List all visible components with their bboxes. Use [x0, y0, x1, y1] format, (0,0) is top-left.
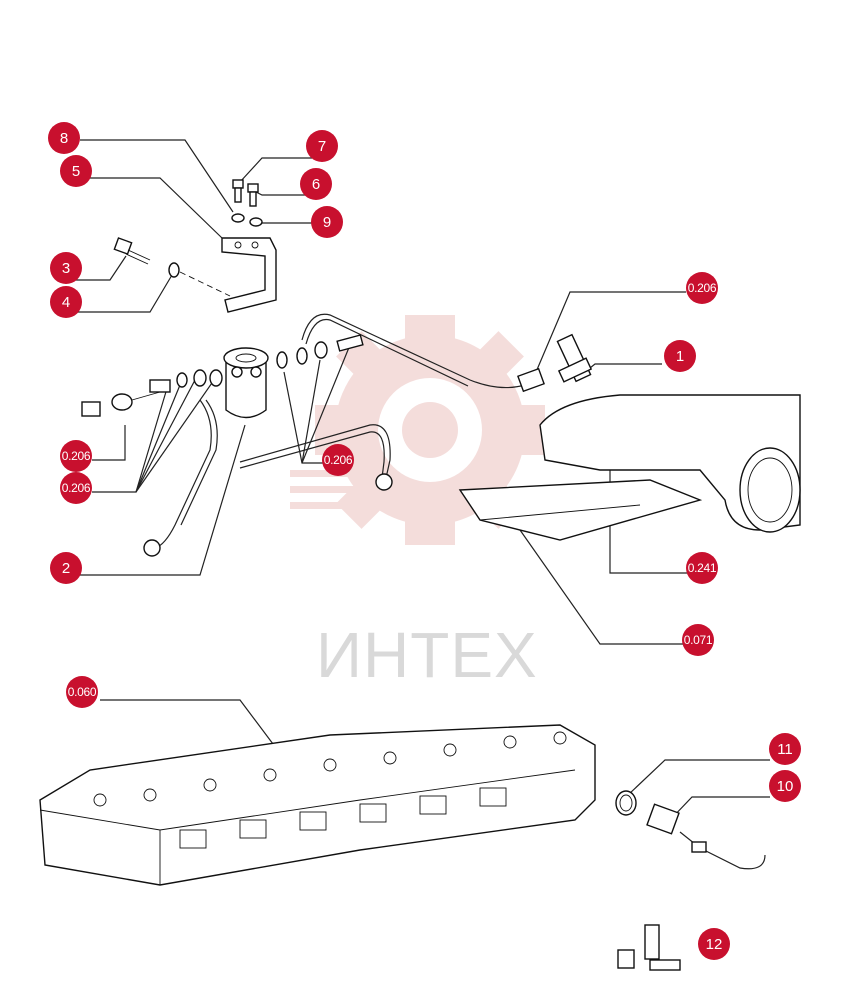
watermark-text: ИНТЕХ [316, 619, 538, 691]
callout-10[interactable]: 10 [769, 770, 801, 802]
ref-badge-0206-left-b[interactable]: 0.206 [60, 472, 92, 504]
manifold-part [458, 394, 801, 541]
ref-badge-0206-top[interactable]: 0.206 [686, 272, 718, 304]
ref-badge-0241[interactable]: 0.241 [686, 552, 718, 584]
callout-1[interactable]: 1 [664, 340, 696, 372]
cylinder-head-part [39, 724, 596, 886]
ref-badge-0206-left-a[interactable]: 0.206 [60, 440, 92, 472]
bolt-3-part [113, 237, 231, 297]
injector-part [556, 333, 593, 383]
sensor-part [615, 790, 766, 870]
callout-6[interactable]: 6 [300, 168, 332, 200]
filter-part [223, 347, 269, 419]
bracket-part [221, 237, 277, 313]
ref-badge-0060[interactable]: 0.060 [66, 676, 98, 708]
callout-11[interactable]: 11 [769, 733, 801, 765]
callout-5[interactable]: 5 [60, 155, 92, 187]
ref-badge-0071[interactable]: 0.071 [682, 624, 714, 656]
callout-2[interactable]: 2 [50, 552, 82, 584]
callout-3[interactable]: 3 [50, 252, 82, 284]
callout-9[interactable]: 9 [311, 206, 343, 238]
ref-badge-0206-mid[interactable]: 0.206 [322, 444, 354, 476]
callout-12[interactable]: 12 [698, 928, 730, 960]
callout-4[interactable]: 4 [50, 286, 82, 318]
union-fittings [81, 369, 223, 417]
fuel-pipes [143, 313, 545, 557]
small-part-12 [617, 924, 681, 971]
callout-8[interactable]: 8 [48, 122, 80, 154]
bolts-washers [231, 179, 263, 227]
callout-7[interactable]: 7 [306, 130, 338, 162]
